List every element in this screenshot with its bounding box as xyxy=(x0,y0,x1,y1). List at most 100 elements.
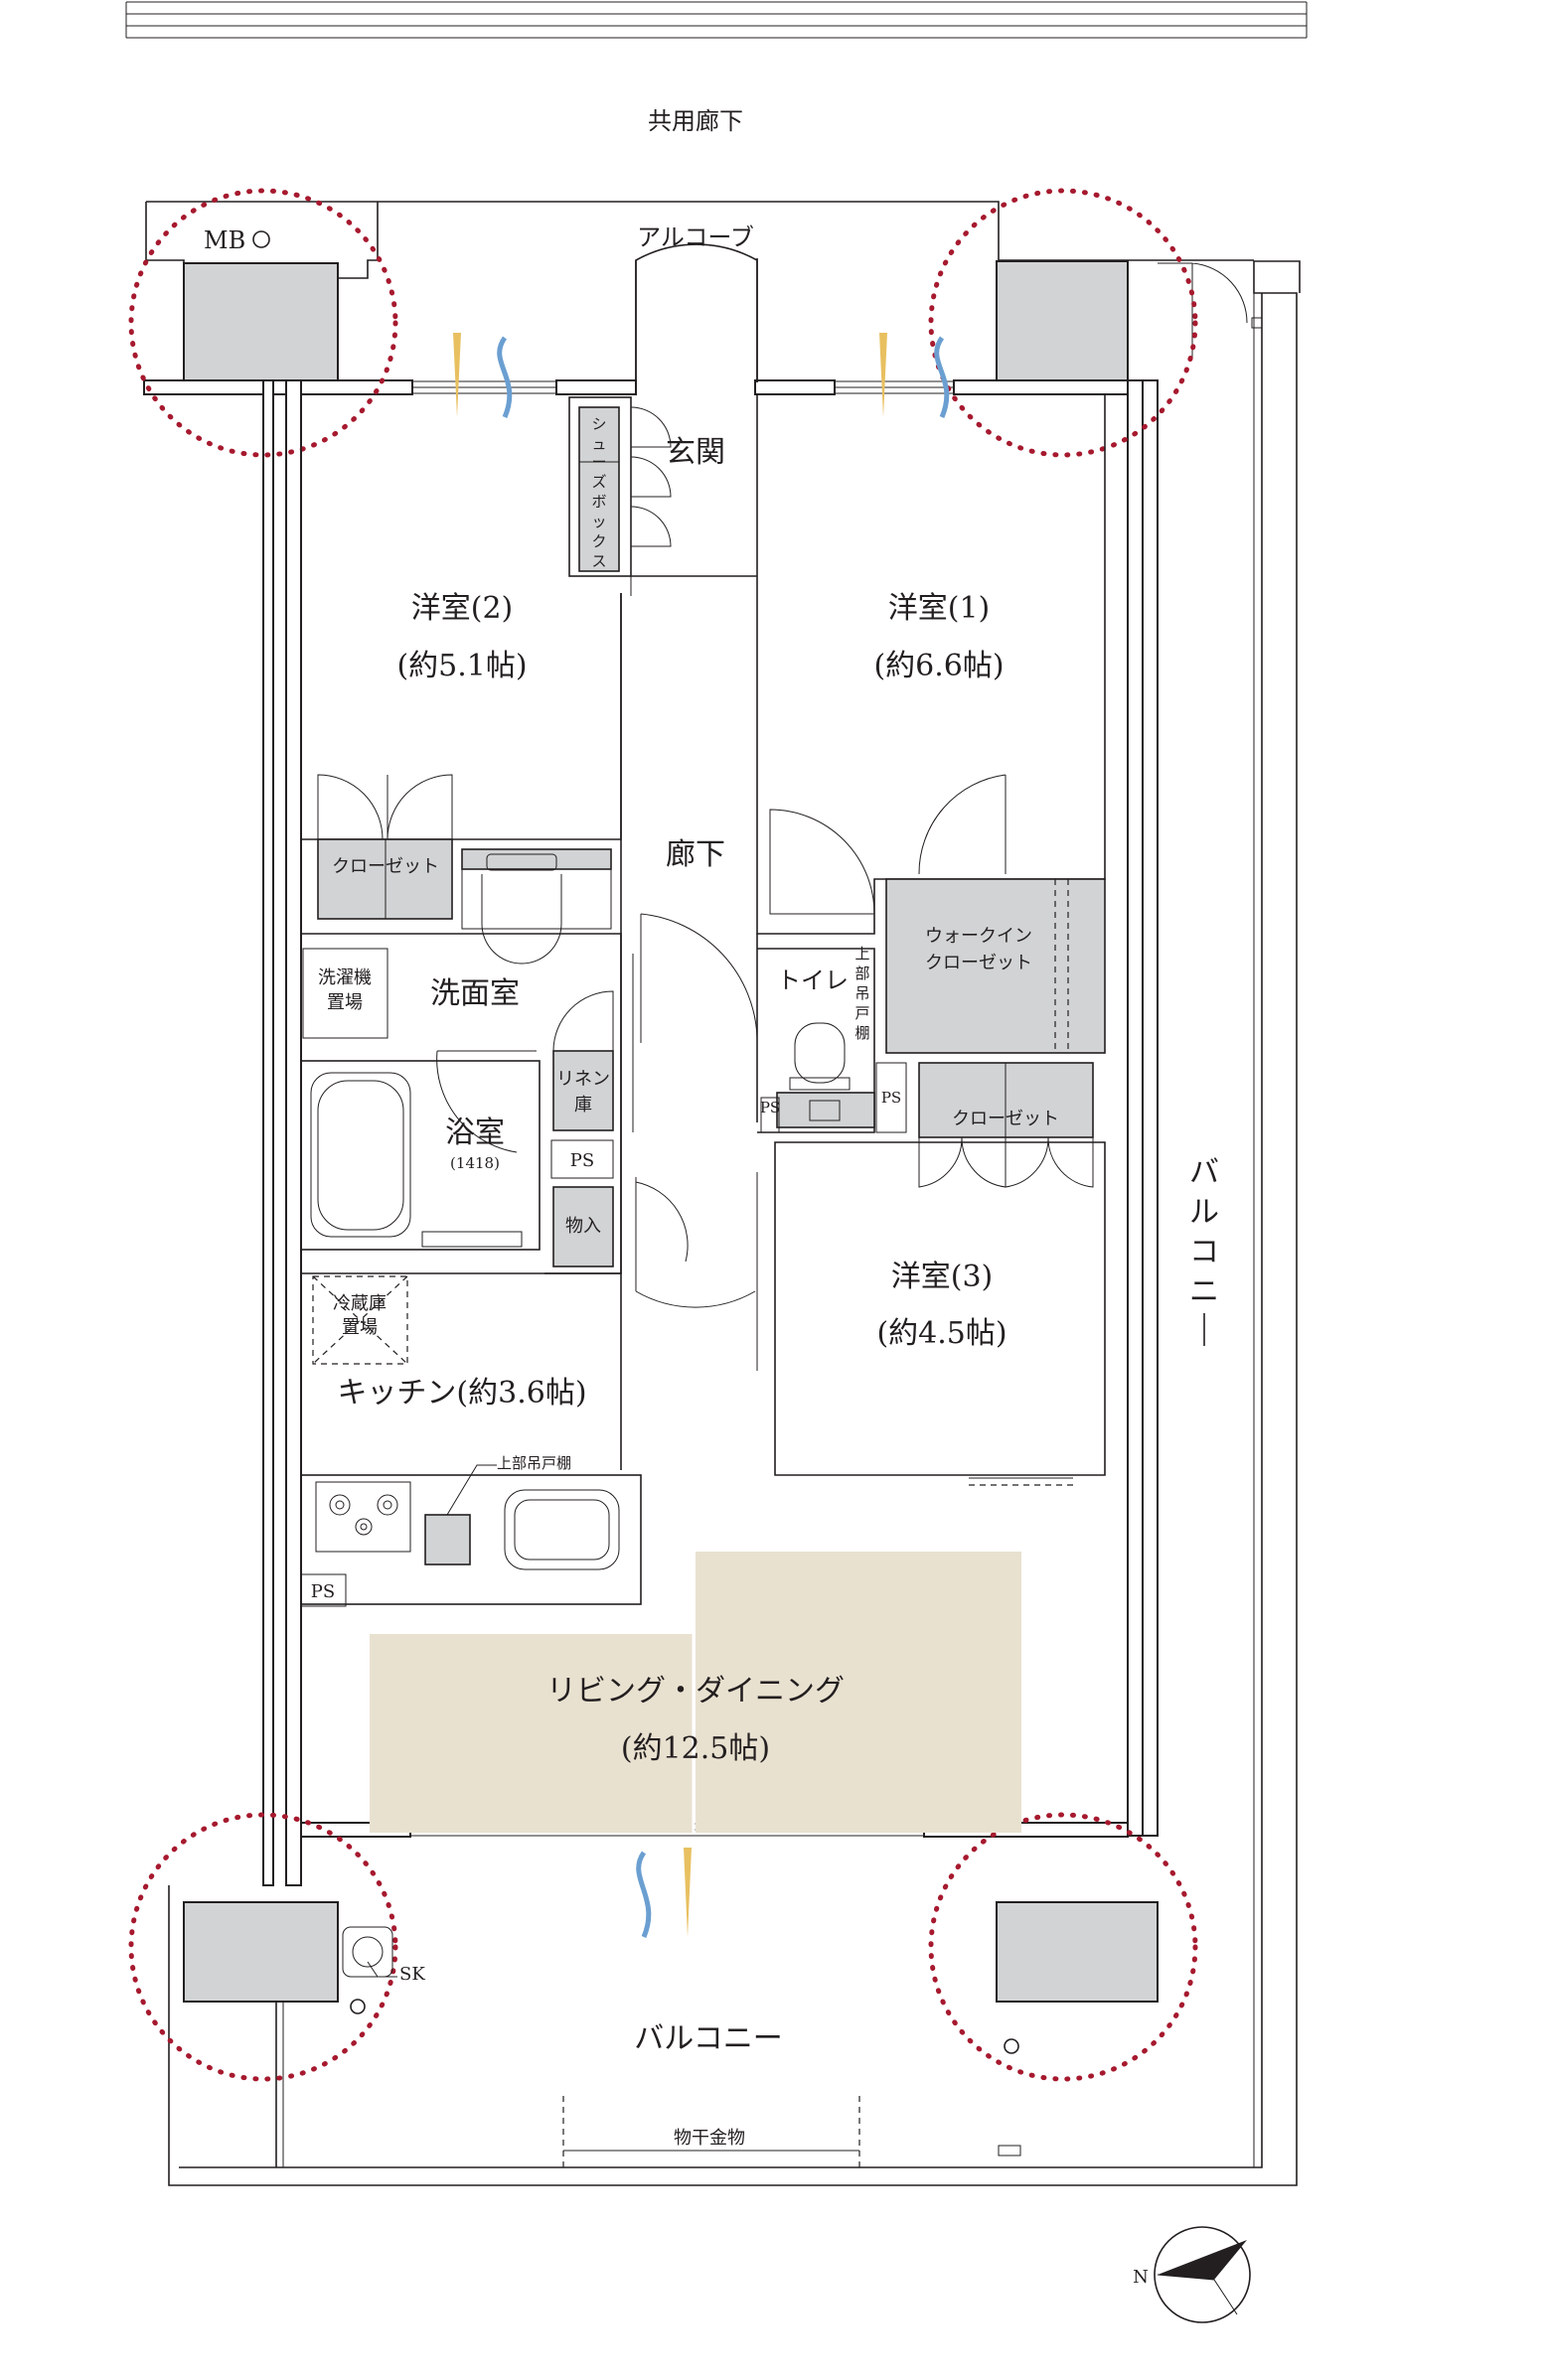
ps-box-kitchen xyxy=(300,1573,347,1607)
svg-text:バ: バ xyxy=(1189,1155,1219,1190)
linen-closet xyxy=(552,1050,614,1131)
stove xyxy=(315,1481,411,1553)
linen-label-2: 庫 xyxy=(574,1095,592,1116)
room2-size: (約5.1帖) xyxy=(396,649,527,683)
ps-label-bath: PS xyxy=(570,1150,594,1171)
pillar-bottom-right xyxy=(996,1901,1159,2003)
svg-text:ク: ク xyxy=(591,532,606,550)
kitchen-label: キッチン(約3.6帖) xyxy=(337,1376,586,1411)
kitchen-counter xyxy=(300,1474,642,1605)
highlight-circle-bottom-right xyxy=(928,1812,1198,2082)
kitchen-upper-cabinet-label: 上部吊戸棚 xyxy=(497,1454,571,1472)
room2-label: 洋室(2) xyxy=(411,591,514,626)
ldk-size: (約12.5帖) xyxy=(621,1731,770,1766)
ps-box-toilet xyxy=(760,1097,780,1133)
linen-label-1: リネン xyxy=(556,1069,610,1090)
room3-size: (約4.5帖) xyxy=(876,1316,1007,1351)
sink xyxy=(504,1489,620,1570)
toilet-upper-cabinet-label: 上 部 吊 戸 棚 xyxy=(854,945,869,1042)
room1-size: (約6.6帖) xyxy=(873,649,1004,683)
svg-text:ボ: ボ xyxy=(591,493,606,511)
north-label: N xyxy=(1133,2267,1149,2288)
bathroom-size: (1418) xyxy=(450,1154,500,1172)
fridge-label-1: 冷蔵庫 xyxy=(333,1293,387,1314)
room1-label: 洋室(1) xyxy=(888,591,991,626)
svg-text:棚: 棚 xyxy=(854,1024,869,1042)
pillar-top-left xyxy=(183,262,339,381)
balcony-bottom-label: バルコニー xyxy=(634,2021,782,2056)
highlight-circle-top-left xyxy=(128,188,398,458)
svg-text:ス: ス xyxy=(591,552,606,570)
storage-closet xyxy=(552,1186,614,1267)
washer-space xyxy=(302,948,388,1039)
drain-right xyxy=(1004,2038,1019,2054)
svg-text:上: 上 xyxy=(854,945,869,963)
svg-text:シ: シ xyxy=(591,415,606,433)
toilet-walls xyxy=(757,948,875,1133)
shoebox xyxy=(578,406,620,572)
wic-label-2: クローゼット xyxy=(925,953,1032,973)
toilet-label: トイレ xyxy=(777,967,849,994)
ps-label-toilet-right: PS xyxy=(881,1089,901,1107)
room3-label: 洋室(3) xyxy=(891,1260,994,1294)
north-compass: N xyxy=(1133,2226,1251,2323)
ps-label-kitchen: PS xyxy=(311,1581,335,1602)
common-corridor-label: 共用廊下 xyxy=(648,107,743,135)
airflow-arrows xyxy=(453,333,950,1938)
mb-icon xyxy=(252,230,270,248)
toilet-fixture xyxy=(776,1022,875,1128)
shoebox-frame xyxy=(568,396,632,577)
washroom-label: 洗面室 xyxy=(430,976,520,1011)
pillar-bottom-left xyxy=(183,1901,339,2003)
sk-label: SK xyxy=(399,1964,425,1985)
ldk-area-left xyxy=(370,1634,693,1833)
kitchen-cabinet xyxy=(424,1514,471,1565)
svg-text:部: 部 xyxy=(854,965,869,982)
balcony-door xyxy=(1158,262,1248,358)
entrance-door xyxy=(635,243,758,382)
bathtub xyxy=(310,1072,411,1238)
svg-text:ー: ー xyxy=(591,453,606,471)
entrance-label: 玄関 xyxy=(666,435,725,470)
svg-text:吊: 吊 xyxy=(854,984,869,1002)
pillar-top-right xyxy=(996,260,1129,381)
svg-text:ッ: ッ xyxy=(591,513,606,530)
storage-door xyxy=(635,1172,758,1371)
alcove-label: アルコーブ xyxy=(637,223,754,251)
svg-text:ニ: ニ xyxy=(1189,1274,1219,1309)
fridge-label-2: 置場 xyxy=(342,1317,378,1338)
wic-label-1: ウォークイン xyxy=(925,926,1032,947)
washer-label-2: 置場 xyxy=(327,992,363,1013)
ldk-label: リビング・ダイニング xyxy=(546,1674,845,1709)
hallway-doors xyxy=(632,913,758,1132)
highlight-circle-top-right xyxy=(928,188,1198,458)
ps-box-toilet-right xyxy=(875,1062,907,1133)
ldk-area-right xyxy=(696,1552,1021,1833)
balcony-side-label: バ ル コ ニ xyxy=(1189,1155,1219,1346)
mb-label: MB xyxy=(204,226,245,254)
washer-label-1: 洗濯機 xyxy=(318,967,372,988)
common-corridor-rails xyxy=(125,1,1308,39)
highlight-circle-bottom-left xyxy=(128,1812,398,2082)
kitchen-walls xyxy=(301,1272,622,1470)
ps-box-bath xyxy=(550,1139,614,1179)
room3-walls xyxy=(774,1141,1106,1476)
room1-door xyxy=(918,774,1007,875)
svg-text:ル: ル xyxy=(1189,1195,1219,1230)
shoebox-label: シ ュ ー ズ ボ ッ ク ス xyxy=(591,415,606,570)
room2-closet-label: クローゼット xyxy=(332,856,439,877)
svg-text:コ: コ xyxy=(1189,1235,1219,1269)
balcony-outline xyxy=(168,260,1301,2186)
drain-left xyxy=(350,1999,366,2014)
bathroom-walls xyxy=(300,1060,541,1251)
svg-text:戸: 戸 xyxy=(854,1004,869,1022)
clothesline-label: 物干金物 xyxy=(674,2128,745,2149)
ps-label-toilet: PS xyxy=(760,1099,780,1116)
shoebox-doors xyxy=(630,406,672,547)
room2-closet-doors xyxy=(317,774,453,840)
sk-sink xyxy=(342,1926,397,1978)
bathroom-label: 浴室 xyxy=(445,1116,505,1150)
svg-text:ュ: ュ xyxy=(591,435,606,453)
svg-text:ズ: ズ xyxy=(591,473,606,491)
